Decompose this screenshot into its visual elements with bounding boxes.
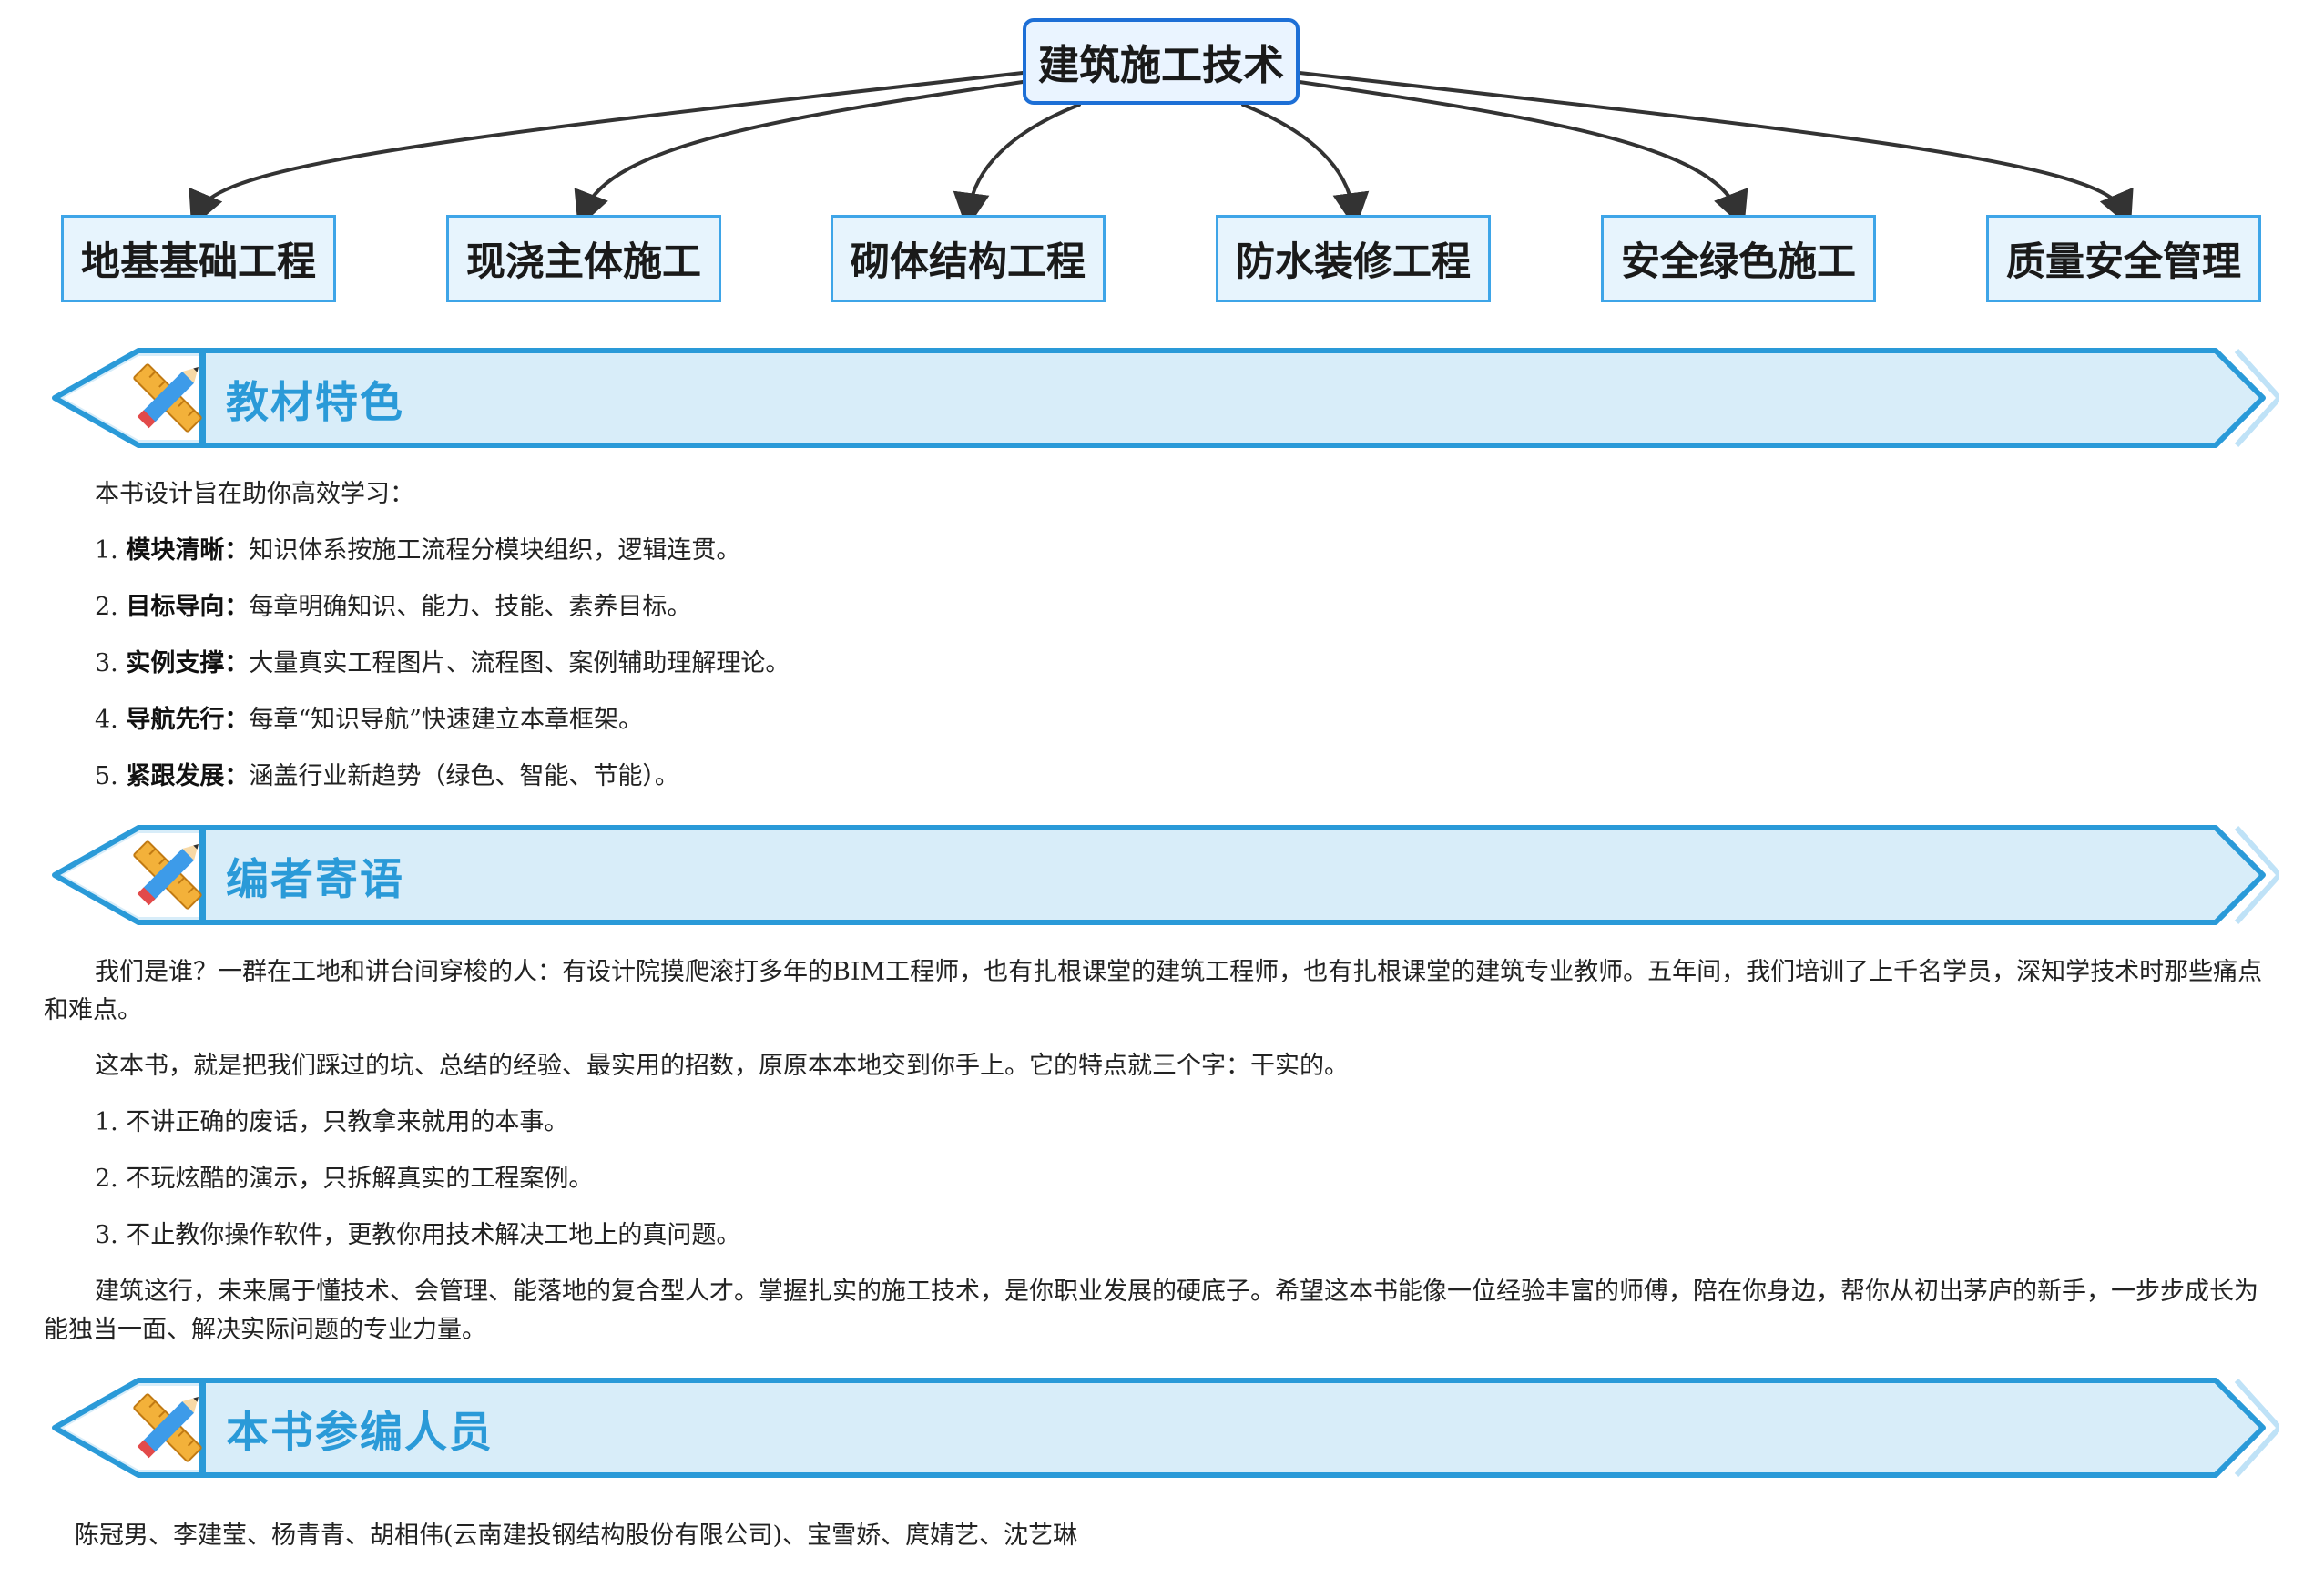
mindmap-node-green-safety: 安全绿色施工 [1601,215,1876,302]
mindmap-node-foundation: 地基基础工程 [61,215,336,302]
banner-background [52,1378,2279,1478]
mindmap-node-cast-in-place: 现浇主体施工 [446,215,721,302]
contributors-list: 陈冠男、李建莹、杨青青、胡相伟(云南建投钢结构股份有限公司)、宝雪娇、庹婧艺、沈… [75,1522,1078,1550]
pencil-ruler-icon [133,363,202,433]
editors-note-list-item-3: 3. 不止教你操作软件，更教你用技术解决工地上的真问题。 [95,1221,741,1249]
editors-note-paragraph-1: 我们是谁？一群在工地和讲台间穿梭的人：有设计院摸爬滚打多年的BIM工程师，也有扎… [44,958,2263,1024]
section-banner-contributors: 本书参编人员 [44,1377,2279,1479]
connector-1 [189,71,1024,229]
mindmap-node-masonry: 砌体结构工程 [831,215,1106,302]
editors-note-list-item-2: 2. 不玩炫酷的演示，只拆解真实的工程案例。 [95,1165,594,1193]
features-intro: 本书设计旨在助你高效学习： [95,480,414,508]
feature-item-4: 4. 导航先行：每章“知识导航”快速建立本章框架。 [95,706,643,734]
mindmap-root-node: 建筑施工技术 [1023,18,1300,105]
feature-item-1: 1. 模块清晰：知识体系按施工流程分模块组织，逻辑连贯。 [95,536,741,565]
banner-background [52,825,2279,925]
mindmap-node-quality-mgmt: 质量安全管理 [1986,215,2261,302]
section-title-features: 教材特色 [226,377,404,428]
editors-note-paragraph-3: 建筑这行，未来属于懂技术、会管理、能落地的复合型人才。掌握扎实的施工技术，是你职… [44,1278,2258,1344]
feature-item-2: 2. 目标导向：每章明确知识、能力、技能、素养目标。 [95,593,692,621]
pencil-ruler-icon [133,1393,202,1462]
feature-item-3: 3. 实例支撑：大量真实工程图片、流程图、案例辅助理解理论。 [95,649,790,677]
editors-note-list-item-1: 1. 不讲正确的废话，只教拿来就用的本事。 [95,1108,569,1136]
pencil-ruler-icon [133,840,202,910]
connector-4 [1241,103,1370,229]
editors-note-paragraph-2: 这本书，就是把我们踩过的坑、总结的经验、最实用的招数，原原本本地交到你手上。它的… [95,1052,1349,1080]
connector-5 [1298,80,1748,229]
section-title-editors-note: 编者寄语 [226,854,404,905]
section-title-contributors: 本书参编人员 [226,1407,494,1458]
connector-2 [574,80,1024,229]
connector-6 [1298,71,2134,229]
feature-item-5: 5. 紧跟发展：涵盖行业新趋势（绿色、智能、节能）。 [95,762,679,790]
section-banner-features: 教材特色 [44,347,2279,449]
section-banner-editors-note: 编者寄语 [44,824,2279,926]
banner-background [52,348,2279,448]
mindmap-node-waterproofing: 防水装修工程 [1216,215,1491,302]
mindmap-connectors [189,71,2134,229]
connector-3 [953,103,1081,229]
